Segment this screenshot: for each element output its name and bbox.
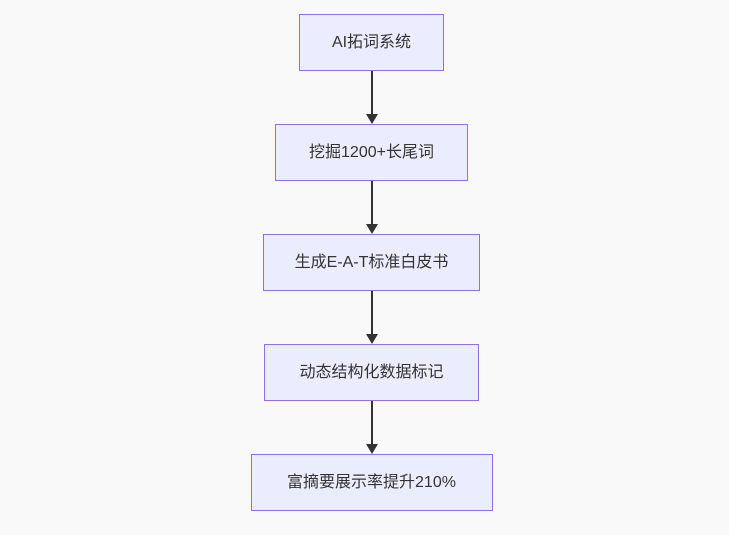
flow-node-label: 富摘要展示率提升210%	[287, 473, 456, 491]
arrow-down-icon	[365, 401, 378, 454]
arrow-line	[370, 71, 373, 114]
arrowhead-icon	[365, 224, 378, 234]
flow-node-label: 挖掘1200+长尾词	[309, 143, 434, 161]
flow-node: 挖掘1200+长尾词	[275, 124, 468, 181]
arrow-line	[370, 401, 373, 444]
flow-node: 动态结构化数据标记	[264, 344, 479, 401]
arrow-line	[370, 291, 373, 334]
arrowhead-icon	[365, 114, 378, 124]
arrow-down-icon	[365, 291, 378, 344]
arrow-down-icon	[365, 181, 378, 234]
flow-node-label: AI拓词系统	[331, 33, 412, 51]
flow-node: 富摘要展示率提升210%	[250, 454, 493, 511]
flow-node: AI拓词系统	[299, 14, 444, 71]
flow-node: 生成E-A-T标准白皮书	[263, 234, 480, 291]
arrow-line	[370, 181, 373, 224]
arrow-down-icon	[365, 71, 378, 124]
flowchart: AI拓词系统 挖掘1200+长尾词 生成E-A-T标准白皮书 动态结构化数据标记…	[7, 0, 729, 511]
flow-node-label: 生成E-A-T标准白皮书	[294, 253, 449, 271]
flow-node-label: 动态结构化数据标记	[299, 363, 444, 381]
arrowhead-icon	[365, 444, 378, 454]
arrowhead-icon	[365, 334, 378, 344]
